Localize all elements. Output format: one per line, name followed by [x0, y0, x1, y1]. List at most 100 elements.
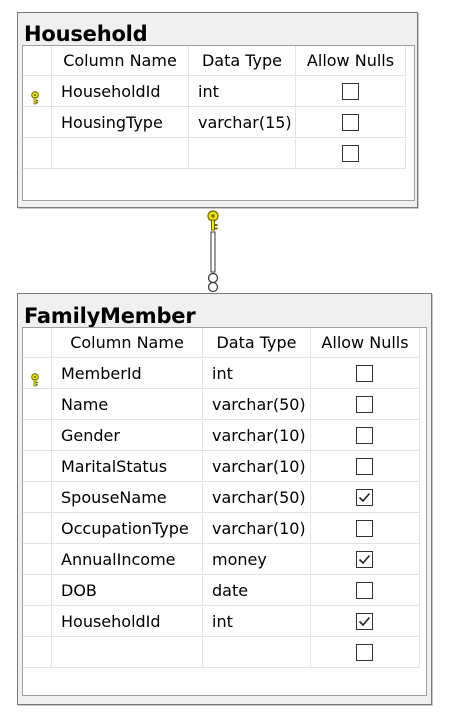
- row-selector[interactable]: [23, 108, 52, 138]
- allow-nulls-checkbox[interactable]: [356, 581, 373, 599]
- data-type-cell[interactable]: money: [203, 545, 311, 575]
- column-name-cell[interactable]: MemberId: [52, 359, 203, 389]
- data-type-cell[interactable]: varchar(15): [189, 108, 296, 138]
- allow-nulls-cell: [311, 421, 420, 451]
- allow-nulls-checkbox[interactable]: [356, 519, 373, 537]
- column-name-header: Column Name: [52, 328, 203, 358]
- column-name-cell[interactable]: HouseholdId: [52, 77, 189, 107]
- allow-nulls-cell: [296, 108, 406, 138]
- key-icon: [207, 210, 219, 231]
- primary-key-icon: [30, 85, 40, 105]
- data-type-cell[interactable]: varchar(10): [203, 514, 311, 544]
- allow-nulls-checkbox[interactable]: [356, 488, 373, 506]
- allow-nulls-checkbox[interactable]: [341, 82, 359, 100]
- allow-nulls-cell: [296, 77, 406, 107]
- columns-grid: Column Name Data Type Allow Nulls Househ…: [22, 45, 415, 201]
- table-title: Household: [24, 22, 148, 46]
- column-name-cell[interactable]: SpouseName: [52, 483, 203, 513]
- checkmark-icon: [358, 616, 371, 626]
- row-selector[interactable]: [23, 359, 52, 389]
- allow-nulls-checkbox[interactable]: [341, 113, 359, 131]
- allow-nulls-checkbox[interactable]: [356, 643, 373, 661]
- row-selector[interactable]: [23, 452, 52, 482]
- table-household[interactable]: Household Column Name Data Type Allow Nu…: [17, 12, 418, 208]
- allow-nulls-cell: [296, 139, 406, 169]
- allow-nulls-cell: [311, 483, 420, 513]
- allow-nulls-cell: [311, 514, 420, 544]
- data-type-cell[interactable]: varchar(50): [203, 390, 311, 420]
- allow-nulls-checkbox[interactable]: [356, 612, 373, 630]
- table-row[interactable]: [23, 139, 414, 170]
- column-name-cell[interactable]: HousingType: [52, 108, 189, 138]
- row-selector-header: [23, 328, 52, 358]
- allow-nulls-checkbox[interactable]: [356, 457, 373, 475]
- row-selector-header: [23, 46, 52, 76]
- data-type-header: Data Type: [203, 328, 311, 358]
- column-name-cell[interactable]: [52, 638, 203, 668]
- column-name-cell[interactable]: HouseholdId: [52, 607, 203, 637]
- row-selector[interactable]: [23, 139, 52, 169]
- row-selector[interactable]: [23, 607, 52, 637]
- data-type-cell[interactable]: varchar(10): [203, 421, 311, 451]
- data-type-header: Data Type: [189, 46, 296, 76]
- header-row: Column Name Data Type Allow Nulls: [23, 328, 426, 359]
- table-familymember[interactable]: FamilyMember Column Name Data Type Allow…: [17, 293, 432, 705]
- column-name-cell[interactable]: Name: [52, 390, 203, 420]
- data-type-cell[interactable]: varchar(10): [203, 452, 311, 482]
- checkmark-icon: [358, 492, 371, 502]
- row-selector[interactable]: [23, 514, 52, 544]
- data-type-cell[interactable]: [203, 638, 311, 668]
- data-type-cell[interactable]: varchar(50): [203, 483, 311, 513]
- column-name-header: Column Name: [52, 46, 189, 76]
- allow-nulls-cell: [311, 576, 420, 606]
- column-name-cell[interactable]: AnnualIncome: [52, 545, 203, 575]
- allow-nulls-checkbox[interactable]: [356, 550, 373, 568]
- column-name-cell[interactable]: MaritalStatus: [52, 452, 203, 482]
- data-type-cell[interactable]: date: [203, 576, 311, 606]
- relationship-line[interactable]: [200, 208, 228, 296]
- row-selector[interactable]: [23, 390, 52, 420]
- columns-grid: Column Name Data Type Allow Nulls Member…: [22, 327, 427, 696]
- allow-nulls-header: Allow Nulls: [296, 46, 406, 76]
- allow-nulls-cell: [311, 638, 420, 668]
- checkmark-icon: [358, 554, 371, 564]
- relationship-connector-line: [210, 231, 216, 273]
- header-row: Column Name Data Type Allow Nulls: [23, 46, 414, 77]
- allow-nulls-cell: [311, 390, 420, 420]
- primary-key-icon: [30, 367, 40, 387]
- row-selector[interactable]: [23, 638, 52, 668]
- column-name-cell[interactable]: DOB: [52, 576, 203, 606]
- table-title: FamilyMember: [24, 304, 196, 328]
- row-selector[interactable]: [23, 483, 52, 513]
- data-type-cell[interactable]: int: [189, 77, 296, 107]
- data-type-cell[interactable]: int: [203, 607, 311, 637]
- row-selector[interactable]: [23, 421, 52, 451]
- table-row[interactable]: [23, 638, 426, 669]
- allow-nulls-checkbox[interactable]: [356, 426, 373, 444]
- column-name-cell[interactable]: [52, 139, 189, 169]
- allow-nulls-checkbox[interactable]: [341, 144, 359, 162]
- row-selector[interactable]: [23, 77, 52, 107]
- infinity-icon: [207, 272, 219, 293]
- data-type-cell[interactable]: [189, 139, 296, 169]
- column-name-cell[interactable]: Gender: [52, 421, 203, 451]
- row-selector[interactable]: [23, 576, 52, 606]
- data-type-cell[interactable]: int: [203, 359, 311, 389]
- allow-nulls-cell: [311, 452, 420, 482]
- allow-nulls-checkbox[interactable]: [356, 395, 373, 413]
- column-name-cell[interactable]: OccupationType: [52, 514, 203, 544]
- allow-nulls-checkbox[interactable]: [356, 364, 373, 382]
- row-selector[interactable]: [23, 545, 52, 575]
- allow-nulls-cell: [311, 607, 420, 637]
